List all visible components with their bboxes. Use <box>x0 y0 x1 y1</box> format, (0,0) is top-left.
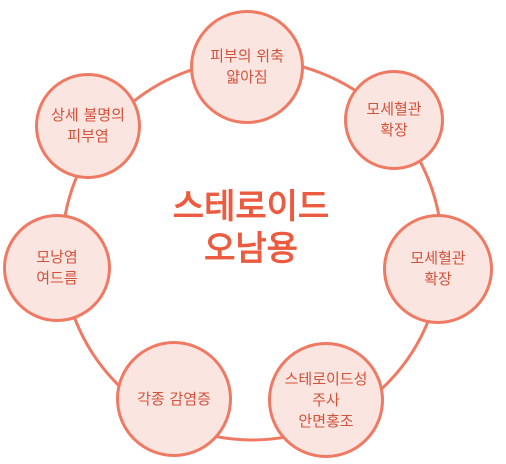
node-label: 스테로이드성 주사 안면홍조 <box>284 369 368 430</box>
node-infections: 각종 감염증 <box>116 341 232 457</box>
node-unspecified-dermatitis: 상세 불명의 피부염 <box>35 73 141 179</box>
node-telangiectasia-2: 모세혈관 확장 <box>383 214 493 324</box>
node-label: 각종 감염증 <box>137 389 211 408</box>
node-skin-atrophy: 피부의 위축 얇아짐 <box>190 10 304 124</box>
node-label: 상세 불명의 피부염 <box>51 106 125 145</box>
node-label: 모낭염 여드름 <box>36 248 78 287</box>
node-steroid-injection: 스테로이드성 주사 안면홍조 <box>268 342 384 458</box>
node-label: 모세혈관 확장 <box>366 100 422 139</box>
node-folliculitis-acne: 모낭염 여드름 <box>3 214 111 322</box>
center-title: 스테로이드 오남용 <box>172 187 330 269</box>
node-label: 피부의 위축 얇아짐 <box>210 47 284 86</box>
node-label: 모세혈관 확장 <box>410 249 466 288</box>
node-telangiectasia-1: 모세혈관 확장 <box>344 70 444 170</box>
